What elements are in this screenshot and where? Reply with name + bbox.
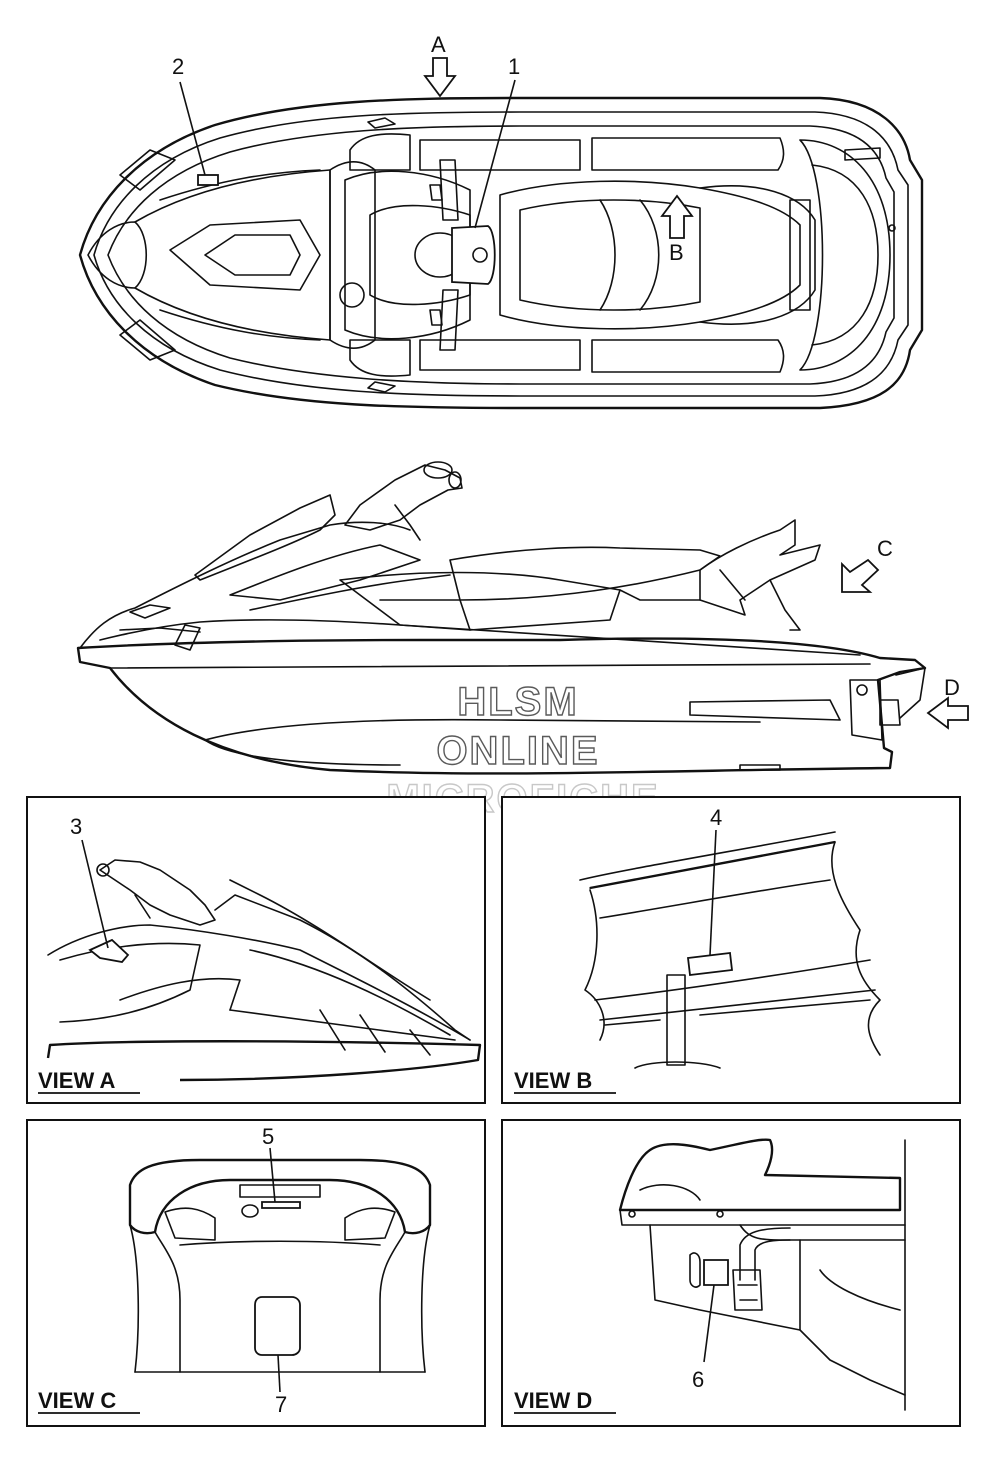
top-view-watercraft [78,96,924,410]
view-d-panel [501,1119,961,1427]
view-a-arrow-icon [423,57,457,98]
callout-5: 5 [262,1124,274,1149]
watermark-line-1: HLSM [457,680,578,724]
view-a-panel [26,796,486,1104]
leader-line-2 [179,81,206,176]
leader-line-6 [703,1284,715,1363]
view-b-arrow-icon [660,194,694,239]
callout-3: 3 [70,814,82,839]
leader-line-7 [277,1354,281,1393]
view-d-letter: D [944,675,960,700]
view-a-letter: A [431,32,446,57]
view-c-letter: C [877,536,893,561]
leader-line-3 [81,839,109,949]
leader-line-5 [269,1147,276,1203]
view-c-label: VIEW C [38,1388,116,1413]
leader-line-4 [709,829,717,956]
view-c-arrow-icon [841,558,880,593]
view-c-panel [26,1119,486,1427]
callout-1: 1 [508,54,520,79]
side-view-watercraft [76,461,927,775]
leader-line-1 [474,79,516,229]
view-b-letter: B [669,240,684,265]
callout-7: 7 [275,1392,287,1417]
callout-4: 4 [710,805,722,830]
view-a-label: VIEW A [38,1068,116,1093]
callout-6: 6 [692,1367,704,1392]
view-d-arrow-icon [926,696,969,730]
view-d-label: VIEW D [514,1388,592,1413]
watermark-line-2: ONLINE [436,729,599,773]
view-b-label: VIEW B [514,1068,592,1093]
callout-2: 2 [172,54,184,79]
view-b-panel [501,796,961,1104]
